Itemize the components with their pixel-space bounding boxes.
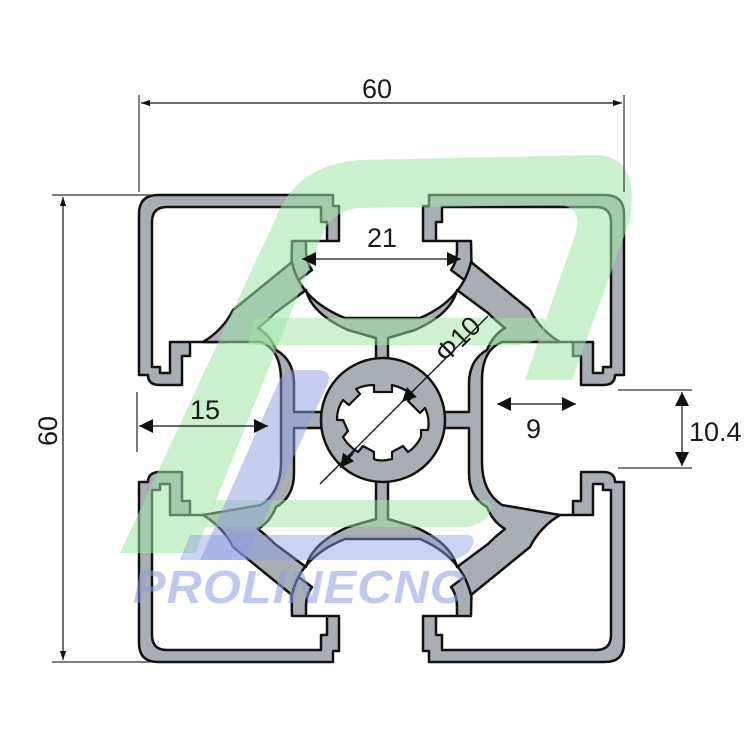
dim-label-slot-opening: 21 (367, 223, 397, 253)
watermark-brand-text: PROLINECNC (133, 561, 466, 613)
watermark-blue-stroke (200, 370, 329, 560)
flange-bottom-right (421, 470, 626, 664)
watermark-green-bar (248, 318, 546, 345)
watermark-green-swoosh (120, 155, 632, 553)
dimension-edge-to-slot (136, 392, 268, 452)
watermark-blue-bar (180, 535, 474, 560)
dimension-bore-diameter (319, 315, 489, 485)
dim-label-width: 60 (362, 74, 392, 104)
center-hub (319, 356, 447, 484)
dim-label-slot-width: 10.4 (689, 417, 742, 447)
dim-label-slot-depth: 9 (526, 414, 541, 444)
watermark-green-bar-2 (205, 500, 492, 527)
dimension-overall-height (52, 194, 152, 663)
hub-spline-bore (335, 383, 430, 462)
dimension-overall-width (138, 95, 625, 192)
dim-label-height: 60 (33, 416, 63, 446)
dimension-slot-width (618, 389, 692, 469)
watermark-logo: PROLINECNC (120, 155, 632, 613)
dim-label-edge-to-slot: 15 (190, 395, 220, 425)
